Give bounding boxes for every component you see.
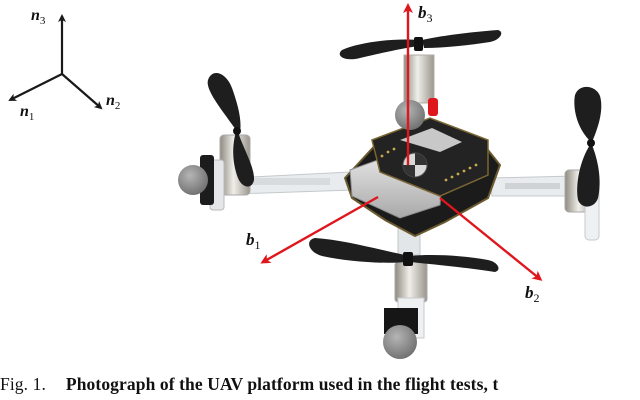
figure-caption: Fig. 1. Photograph of the UAV platform us… bbox=[0, 374, 640, 395]
inertial-frame: n3 n1 n2 bbox=[8, 7, 120, 123]
n1-label: n1 bbox=[20, 103, 34, 123]
body-frame: b3 b1 b2 bbox=[246, 3, 543, 305]
b2-label: b2 bbox=[525, 283, 540, 305]
n2-label: n2 bbox=[106, 92, 120, 112]
figure-label: Fig. 1. bbox=[0, 374, 46, 394]
n3-label: n3 bbox=[31, 7, 46, 27]
drone-photo bbox=[178, 30, 602, 359]
b3-label: b3 bbox=[418, 3, 433, 25]
b1-label: b1 bbox=[246, 230, 261, 252]
caption-text: Photograph of the UAV platform used in t… bbox=[65, 374, 499, 394]
